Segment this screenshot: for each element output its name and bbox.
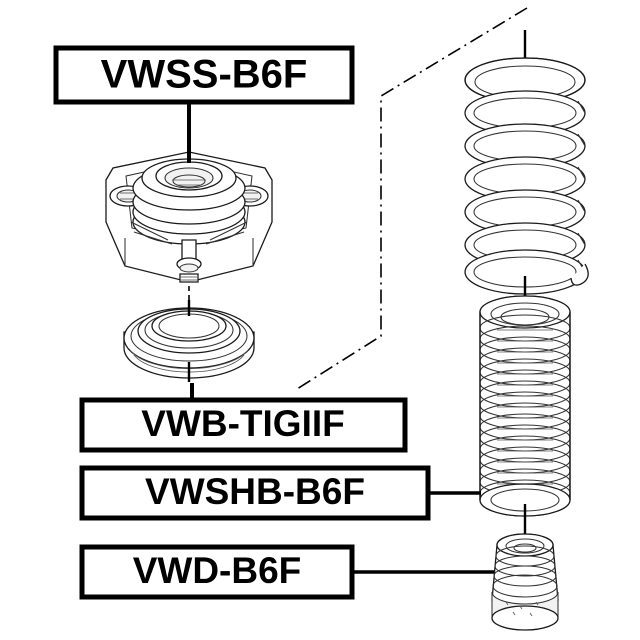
assembly-bracket	[296, 7, 528, 390]
label-box-strut-mount[interactable]: VWSS-B6F	[53, 45, 355, 105]
label-text-bump-stop: VWD-B6F	[133, 550, 302, 591]
bump-stop-cone	[491, 533, 559, 631]
leader-lines	[187, 102, 494, 574]
mount-center-hub	[132, 158, 246, 245]
label-box-strut-bearing[interactable]: VWB-TIGIIF	[79, 397, 408, 453]
bump-stop-ribs	[492, 545, 558, 598]
coil-spring	[464, 30, 589, 300]
label-text-strut-mount: VWSS-B6F	[101, 53, 308, 97]
strut-bearing-ring	[123, 300, 255, 382]
spring-coil	[464, 189, 586, 235]
label-text-shock-boot: VWSHB-B6F	[145, 471, 365, 512]
bellows-boot	[479, 276, 571, 536]
label-box-bump-stop[interactable]: VWD-B6F	[79, 544, 355, 600]
label-box-shock-boot[interactable]: VWSHB-B6F	[79, 465, 431, 521]
mount-stud	[176, 239, 202, 283]
strut-mount-assembly	[105, 151, 273, 304]
label-text-strut-bearing: VWB-TIGIIF	[141, 403, 344, 444]
